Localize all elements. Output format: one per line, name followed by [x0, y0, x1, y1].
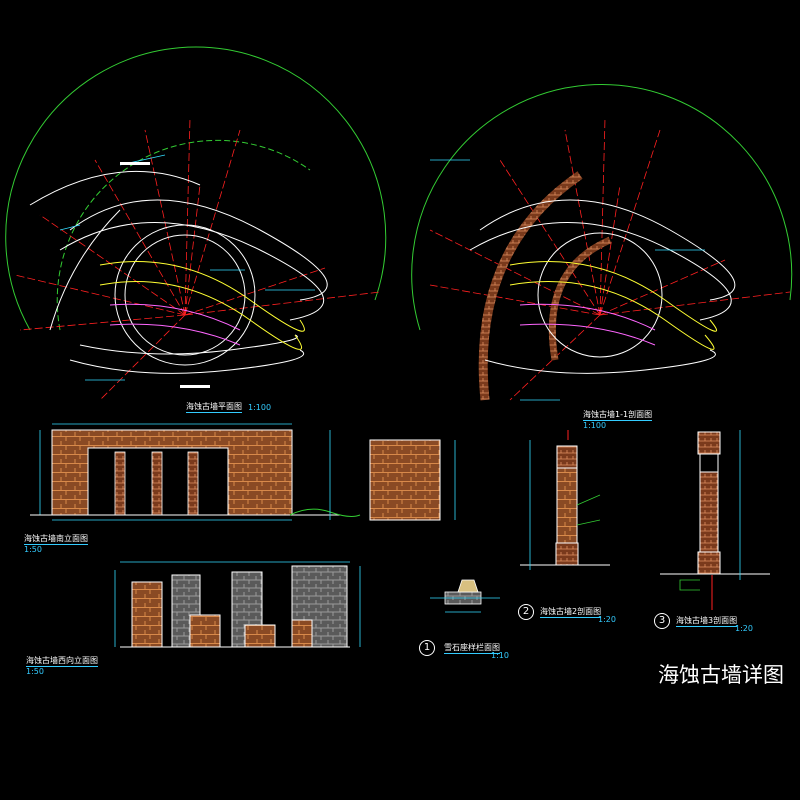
detail-1-marker: 1 [419, 640, 435, 656]
plan-view-left [5, 46, 387, 401]
detail-3-section [660, 430, 770, 610]
detail-3-marker: 3 [654, 613, 670, 629]
west-elevation-scale: 1:50 [26, 667, 44, 676]
detail-2-scale: 1:20 [598, 615, 616, 624]
detail-1-drawing [430, 579, 500, 613]
west-elevation [114, 561, 361, 648]
detail-2-section [520, 430, 610, 570]
plan-view-scale: 1:100 [248, 403, 272, 412]
sheet-title: 海蚀古墙详图 [658, 663, 784, 687]
section-view-right [411, 84, 793, 401]
detail-3-scale: 1:20 [735, 624, 753, 633]
detail-3-title: 海蚀古墙3剖面图 [676, 616, 738, 627]
section-1-1-scale: 1:100 [583, 421, 607, 430]
detail-2-title: 海蚀古墙2剖面图 [540, 607, 602, 618]
detail-2-marker: 2 [518, 604, 534, 620]
section-1-1-title: 海蚀古墙1-1剖面图 [583, 410, 653, 421]
detail-1-title: 雪石座样栏面图 [444, 643, 500, 654]
west-elevation-title: 海蚀古墙西向立面图 [26, 656, 98, 667]
south-elevation [30, 423, 456, 521]
south-elevation-title: 海蚀古墙南立面图 [24, 534, 88, 545]
south-elevation-scale: 1:50 [24, 545, 42, 554]
plan-view-title: 海蚀古墙平面图 [186, 402, 242, 413]
detail-1-scale: 1:10 [491, 651, 509, 660]
